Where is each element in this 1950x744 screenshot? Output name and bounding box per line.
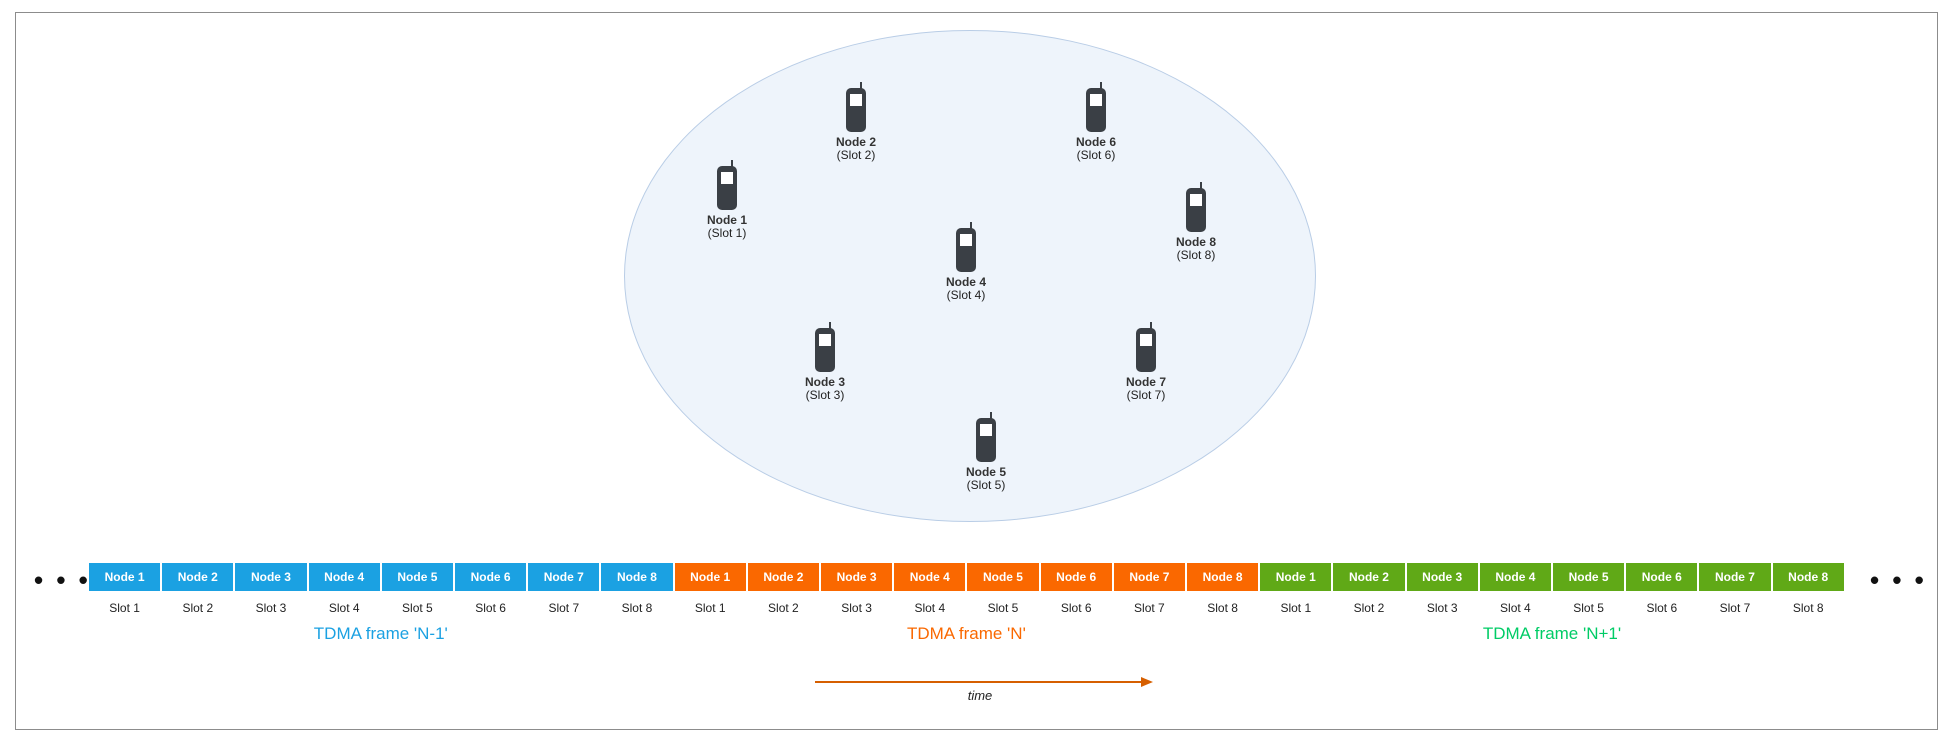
node-slot: (Slot 8)	[1176, 248, 1216, 262]
frame-1-slot-cell-1: Node 1	[88, 562, 162, 592]
frame-label-1: TDMA frame 'N-1'	[313, 624, 448, 643]
mobile-phone-icon	[1101, 322, 1191, 372]
frame-3-slot-cell-4: Node 4	[1478, 562, 1552, 592]
mobile-phone-icon	[682, 160, 772, 210]
frame-3-slot-label-1: Slot 1	[1280, 601, 1312, 615]
frame-2-slot-cell-6: Node 6	[1039, 562, 1113, 592]
frame-3-slot-cell-8: Node 8	[1771, 562, 1845, 592]
frame-3-slot-label-2: Slot 2	[1353, 601, 1385, 615]
network-node-4: Node 4(Slot 4)	[921, 222, 1011, 302]
network-node-1: Node 1(Slot 1)	[682, 160, 772, 240]
frame-1-slot-label-1: Slot 1	[109, 601, 140, 615]
network-cluster	[624, 30, 1316, 522]
frame-1-slot-cell-7: Node 7	[527, 562, 601, 592]
time-arrow-head	[1141, 677, 1153, 687]
frame-label-2: TDMA frame 'N'	[906, 624, 1026, 643]
node-name: Node 1	[706, 213, 747, 227]
time-label: time	[967, 688, 993, 703]
node-slot: (Slot 2)	[836, 148, 876, 162]
frame-3-slot-label-4: Slot 4	[1500, 601, 1531, 615]
node-name: Node 7	[1125, 375, 1166, 389]
node-slot: (Slot 5)	[966, 478, 1006, 492]
frame-2-slot-cell-4: Node 4	[893, 562, 967, 592]
network-node-8: Node 8(Slot 8)	[1151, 182, 1241, 262]
frame-1-slot-cell-5: Node 5	[380, 562, 454, 592]
frame-2-slot-label-1: Slot 1	[694, 601, 726, 615]
frame-2-slot-label-7: Slot 7	[1134, 601, 1165, 615]
frame-3-slot-label-5: Slot 5	[1573, 601, 1604, 615]
frame-3-slot-label-8: Slot 8	[1792, 601, 1824, 615]
frame-1-slot-cell-6: Node 6	[454, 562, 528, 592]
frame-2-slot-cell-2: Node 2	[746, 562, 820, 592]
frame-3-slot-cell-3: Node 3	[1405, 562, 1479, 592]
ellipsis-left: • • •	[34, 565, 91, 595]
frame-label-3: TDMA frame 'N+1'	[1482, 624, 1622, 643]
node-name: Node 3	[804, 375, 845, 389]
node-slot: (Slot 7)	[1126, 388, 1166, 402]
node-name: Node 2	[835, 135, 876, 149]
frame-3-slot-label-3: Slot 3	[1426, 601, 1458, 615]
mobile-phone-icon	[811, 82, 901, 132]
frame-2-slot-label-3: Slot 3	[841, 601, 872, 615]
frame-1-slot-label-3: Slot 3	[255, 601, 287, 615]
node-slot: (Slot 3)	[805, 388, 845, 402]
frame-1-slot-label-5: Slot 5	[402, 601, 433, 615]
frame-2-slot-cell-3: Node 3	[820, 562, 894, 592]
node-slot: (Slot 1)	[707, 226, 747, 240]
network-node-5: Node 5(Slot 5)	[941, 412, 1031, 492]
network-node-3: Node 3(Slot 3)	[780, 322, 870, 402]
frame-3-slot-cell-5: Node 5	[1552, 562, 1626, 592]
node-slot: (Slot 4)	[946, 288, 986, 302]
mobile-phone-icon	[921, 222, 1011, 272]
frame-1-slot-cell-4: Node 4	[307, 562, 381, 592]
frame-3-slot-cell-7: Node 7	[1698, 562, 1772, 592]
node-name: Node 4	[945, 275, 986, 289]
frame-2-slot-cell-5: Node 5	[966, 562, 1040, 592]
mobile-phone-icon	[1051, 82, 1141, 132]
frame-2-slot-label-6: Slot 6	[1060, 601, 1092, 615]
frame-1-slot-cell-2: Node 2	[161, 562, 235, 592]
frame-1-slot-cell-3: Node 3	[234, 562, 308, 592]
network-node-2: Node 2(Slot 2)	[811, 82, 901, 162]
frame-2-slot-label-5: Slot 5	[987, 601, 1019, 615]
frame-3-slot-label-7: Slot 7	[1719, 601, 1751, 615]
mobile-phone-icon	[941, 412, 1031, 462]
mobile-phone-icon	[780, 322, 870, 372]
frame-1-slot-label-7: Slot 7	[548, 601, 580, 615]
network-node-7: Node 7(Slot 7)	[1101, 322, 1191, 402]
node-name: Node 6	[1075, 135, 1116, 149]
frame-2-slot-label-2: Slot 2	[768, 601, 799, 615]
frame-1-slot-label-2: Slot 2	[182, 601, 214, 615]
frame-1-slot-cell-8: Node 8	[600, 562, 674, 592]
mobile-phone-icon	[1151, 182, 1241, 232]
frame-2-slot-label-8: Slot 8	[1207, 601, 1238, 615]
frame-1-slot-label-4: Slot 4	[328, 601, 360, 615]
frame-3-slot-cell-6: Node 6	[1625, 562, 1699, 592]
time-arrow	[815, 677, 1153, 687]
frame-1-slot-label-6: Slot 6	[475, 601, 506, 615]
frame-2-slot-cell-8: Node 8	[1186, 562, 1260, 592]
node-name: Node 8	[1175, 235, 1216, 249]
diagram-border	[15, 12, 1938, 730]
network-node-6: Node 6(Slot 6)	[1051, 82, 1141, 162]
frame-2-slot-cell-7: Node 7	[1112, 562, 1186, 592]
frame-1-slot-label-8: Slot 8	[621, 601, 653, 615]
frame-3-slot-cell-1: Node 1	[1259, 562, 1333, 592]
frame-2-slot-cell-1: Node 1	[673, 562, 747, 592]
node-slot: (Slot 6)	[1076, 148, 1116, 162]
frame-3-slot-cell-2: Node 2	[1332, 562, 1406, 592]
frame-3-slot-label-6: Slot 6	[1646, 601, 1678, 615]
frame-2-slot-label-4: Slot 4	[914, 601, 946, 615]
ellipsis-right: • • •	[1870, 565, 1927, 595]
node-name: Node 5	[965, 465, 1006, 479]
